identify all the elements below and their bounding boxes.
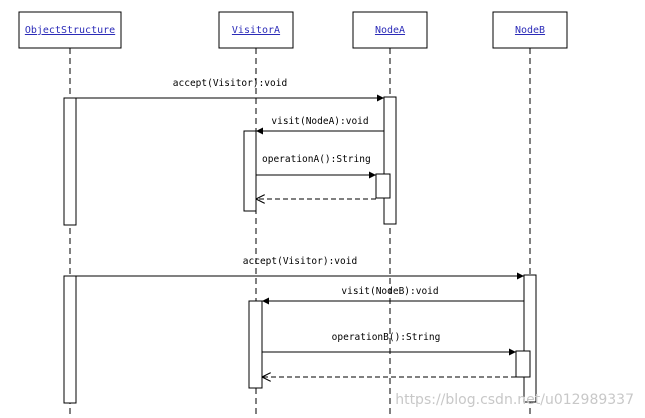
activation-nodeb-1 [523,274,537,403]
message-accept-nodeb: accept(Visitor):void [243,256,357,267]
activation-objectstructure-1 [63,97,77,226]
message-visit-nodea: visit(NodeA):void [271,116,368,127]
object-nodeb-label: NodeB [515,25,545,36]
activation-nodeb-2 [515,350,531,378]
object-nodea: NodeA [352,11,428,49]
activation-nodea-1 [383,96,397,225]
object-visitora-label: VisitorA [232,25,280,36]
object-nodea-label: NodeA [375,25,405,36]
activation-visitora-1 [243,130,257,212]
message-operationa: operationA():String [262,154,371,165]
object-visitora: VisitorA [218,11,294,49]
object-objectstructure-label: ObjectStructure [25,25,115,36]
watermark-text: https://blog.csdn.net/u012989337 [395,392,634,408]
object-objectstructure: ObjectStructure [18,11,122,49]
message-operationb: operationB():String [332,332,441,343]
activation-objectstructure-2 [63,275,77,404]
activation-nodea-2 [375,173,391,199]
object-nodeb: NodeB [492,11,568,49]
message-visit-nodeb: visit(NodeB):void [341,286,438,297]
message-accept-nodea: accept(Visitor):void [173,78,287,89]
activation-visitora-2 [248,300,263,389]
